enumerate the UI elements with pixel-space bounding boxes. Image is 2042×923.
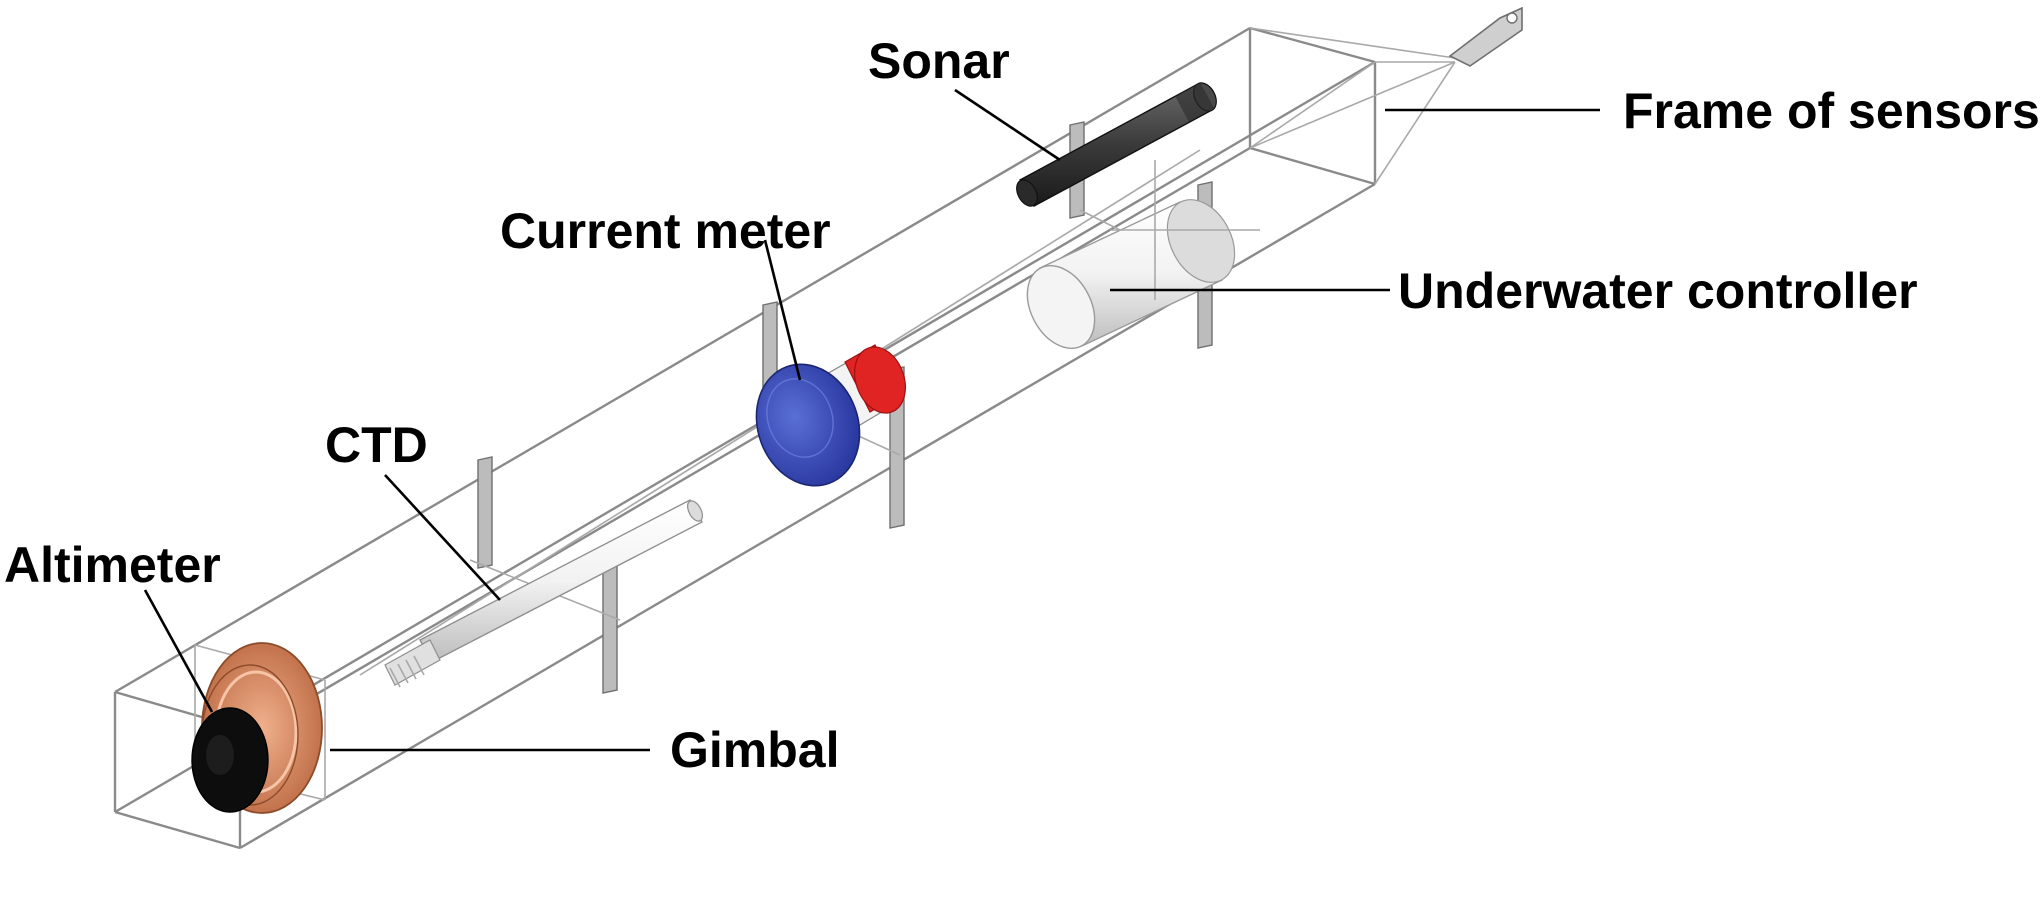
label-sonar: Sonar <box>868 33 1010 89</box>
label-underwater-controller: Underwater controller <box>1398 263 1918 319</box>
current-meter-device <box>755 344 906 487</box>
label-ctd: CTD <box>325 417 428 473</box>
label-altimeter: Altimeter <box>4 537 221 593</box>
sonar-device <box>1016 82 1217 207</box>
altimeter-device <box>191 707 269 813</box>
ctd-device <box>384 499 703 688</box>
underwater-controller-device <box>1026 160 1260 350</box>
label-gimbal: Gimbal <box>670 722 839 778</box>
label-frame-of-sensors: Frame of sensors <box>1623 83 2040 139</box>
leader-lines <box>143 88 1600 752</box>
label-current-meter: Current meter <box>500 203 831 259</box>
